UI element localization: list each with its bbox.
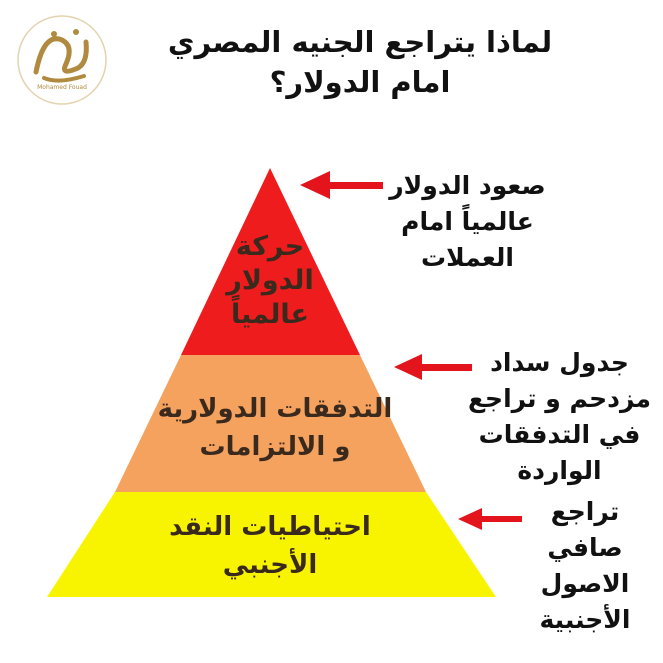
logo: [17, 15, 107, 105]
layer-middle-label: التدفقات الدولارية و الالتزامات: [140, 390, 410, 466]
layer-bottom-line: احتياطيات النقد: [169, 512, 371, 542]
pyramid-layer-bottom: [47, 492, 496, 597]
pyramid-layer-top: [181, 168, 360, 355]
annotation-top: صعود الدولار عالمياً امام العملات: [380, 168, 555, 276]
layer-middle-line: التدفقات الدولارية: [157, 394, 393, 424]
layer-top-line: عالمياً: [231, 299, 309, 330]
logo-caption: Mohamed Fouad: [37, 84, 87, 91]
annotation-line: صعود الدولار: [389, 171, 546, 200]
title-line-1: لماذا يتراجع الجنيه المصري: [167, 25, 553, 59]
annotation-line: الاصول: [540, 569, 630, 598]
arrow-middle: [394, 354, 472, 380]
annotation-line: الأجنبية: [539, 605, 631, 634]
pyramid-layer-middle: [115, 355, 426, 492]
layer-top-line: حركة: [235, 231, 305, 262]
annotation-line: في التدفقات: [478, 420, 641, 449]
annotation-bottom: تراجع صافي الاصول الأجنبية: [510, 494, 660, 638]
layer-bottom-label: احتياطيات النقد الأجنبي: [120, 508, 420, 584]
layer-middle-line: و الالتزامات: [199, 432, 351, 462]
layer-top-label: حركة الدولار عالمياً: [205, 230, 335, 332]
layer-top-line: الدولار: [226, 265, 314, 296]
arrow-top: [300, 171, 383, 199]
annotation-line: مزدحم و تراجع: [467, 384, 652, 413]
annotation-middle: جدول سداد مزدحم و تراجع في التدفقات الوا…: [462, 345, 657, 489]
layer-bottom-line: الأجنبي: [222, 550, 318, 580]
annotation-line: تراجع صافي: [547, 497, 623, 562]
annotation-line: عالمياً امام: [401, 207, 534, 236]
arrow-bottom: [458, 508, 522, 530]
title-line-2: امام الدولار؟: [269, 65, 451, 99]
annotation-line: الواردة: [517, 456, 602, 485]
annotation-line: جدول سداد: [490, 348, 629, 377]
page-title: لماذا يتراجع الجنيه المصري امام الدولار؟: [150, 22, 570, 102]
annotation-line: العملات: [421, 243, 514, 272]
